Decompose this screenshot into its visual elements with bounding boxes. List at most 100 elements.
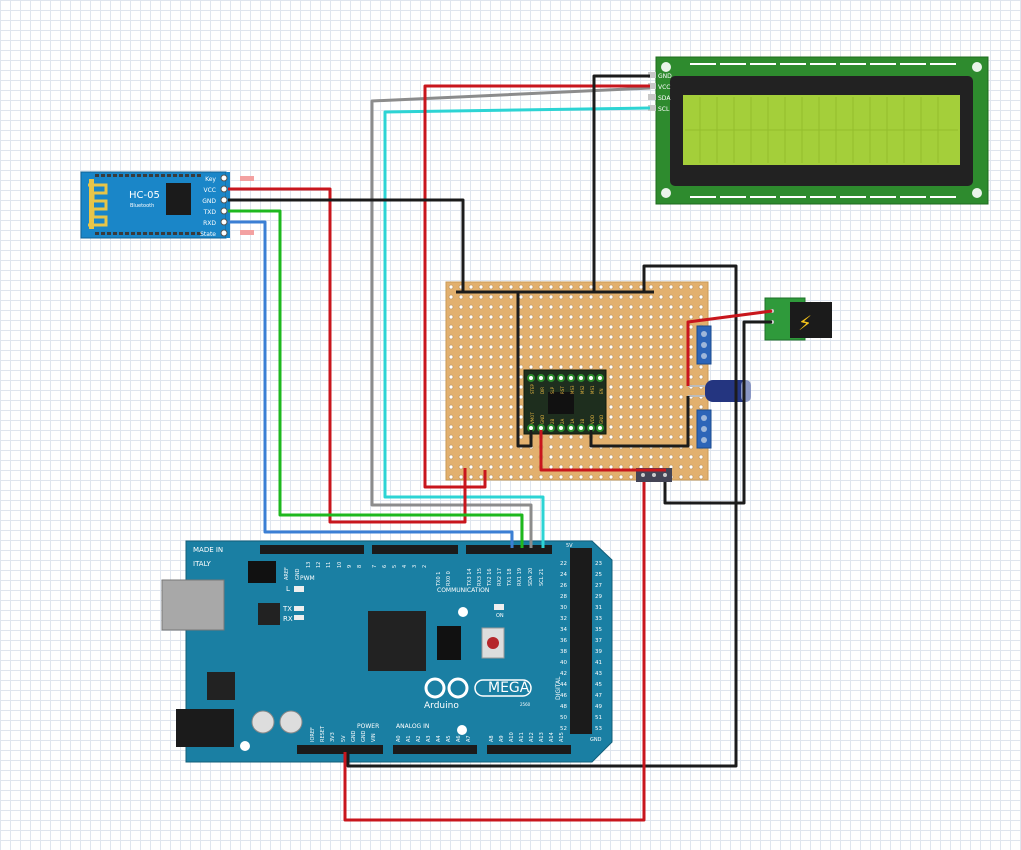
arduino-model-sub: 2560 <box>520 702 531 707</box>
rx-label: RX <box>283 615 293 623</box>
pin-label: A15 <box>559 732 565 742</box>
pin-label: 46 <box>560 693 567 699</box>
pin-label: 9 <box>347 565 353 568</box>
driver-pin-label: MS2 <box>580 385 585 394</box>
pin-label: 2 <box>422 565 428 568</box>
side-header-labels: 22 24 26 28 30 32 34 36 38 40 42 44 46 4… <box>560 561 602 732</box>
pin-label: 42 <box>560 671 567 677</box>
on-label: ON <box>496 613 504 619</box>
pin-label: 38 <box>560 649 567 655</box>
driver-pin-label: 2B <box>550 418 555 424</box>
main-mcu <box>368 611 426 671</box>
pin-label: TX2 16 <box>487 568 493 587</box>
barrel-jack <box>176 709 234 747</box>
pin-label: 48 <box>560 704 567 710</box>
driver-pin-label: STEP <box>530 383 535 394</box>
driver-pin-label: MS3 <box>570 385 575 394</box>
pin-label: 39 <box>595 649 602 655</box>
pin-label: 22 <box>560 561 567 567</box>
hc05-pin-label: TXD <box>203 209 217 216</box>
wire-gray-sda <box>370 86 651 548</box>
pin-label: 33 <box>595 616 602 622</box>
wire-black-perf-gnd-loop <box>346 264 738 768</box>
header-power <box>297 745 383 754</box>
driver-pin-label: SLP <box>550 386 555 394</box>
driver-pin-label: VMOT <box>530 412 535 424</box>
hc05-pin-label: GND <box>202 198 216 205</box>
lightning-icon: ⚡ <box>798 311 812 335</box>
pin-label: 30 <box>560 605 567 611</box>
pin-label: VIN <box>371 733 377 742</box>
capacitor-right <box>279 710 303 734</box>
wire-red-perf-vmot <box>539 430 666 472</box>
pin-label: 3 <box>412 565 418 568</box>
pin-label: RX2 17 <box>497 568 503 586</box>
lcd-mount-hole <box>661 62 671 72</box>
pin-label: 49 <box>595 704 602 710</box>
pin-label: 25 <box>595 572 602 578</box>
power-label: POWER <box>357 723 379 730</box>
mount-hole <box>240 741 250 751</box>
pin-label: 5 <box>392 565 398 568</box>
pin-label: TX3 14 <box>467 568 473 587</box>
usb-chip <box>258 603 280 625</box>
pin-label: SCL 21 <box>539 569 545 586</box>
driver-pin-label: GND <box>599 415 604 424</box>
header-digital-top-right <box>466 545 552 554</box>
lcd-mount-hole <box>661 188 671 198</box>
pin-label: 36 <box>560 638 567 644</box>
wire-black-lcd-gnd <box>592 74 650 292</box>
wire-cyan-scl <box>383 106 651 548</box>
regulator <box>207 672 235 700</box>
header-5v-label: 5V <box>566 543 573 549</box>
wire-red-hc05-vcc <box>228 187 467 524</box>
pin-label: A9 <box>499 735 505 742</box>
pin-label: IOREF <box>310 727 316 742</box>
pin-label: A12 <box>529 732 535 742</box>
pin-label: 3V3 <box>330 732 336 742</box>
pin-label: TX0 1 <box>436 572 442 587</box>
wire-red-arduino-5v <box>343 482 646 822</box>
pin-label: GND <box>295 568 301 580</box>
driver-pin-label: VDD <box>590 415 595 424</box>
pin-label: 5V <box>341 735 347 742</box>
pin-label: 28 <box>560 594 567 600</box>
pin-label: SDA 20 <box>528 568 534 586</box>
lcd-pin-label: SDA <box>658 95 671 102</box>
wire-blue-hc05-rxd <box>228 220 514 548</box>
pin-label: 51 <box>595 715 602 721</box>
pin-label: 8 <box>357 565 363 568</box>
pin-label: 10 <box>337 562 343 568</box>
screw-terminal-bottom <box>696 409 712 449</box>
pin-label: 11 <box>326 562 332 568</box>
digital-label: DIGITAL <box>555 676 562 700</box>
wire-black-hc05-gnd <box>228 198 465 292</box>
led-on <box>494 604 504 610</box>
made-in-label: MADE IN <box>193 546 223 554</box>
italy-label: ITALY <box>193 560 212 568</box>
wire-red-perf-jack <box>686 309 773 386</box>
driver-pin-label: DIR <box>540 387 545 394</box>
pin-label: A14 <box>549 732 555 742</box>
pin-label: 35 <box>595 627 602 633</box>
pin-label: 26 <box>560 583 567 589</box>
header-analog-high <box>487 745 571 754</box>
pin-label: 24 <box>560 572 567 578</box>
hc05-pin-label: RXD <box>203 220 216 227</box>
pin-label: A3 <box>426 735 432 742</box>
driver-pin-label: 1B <box>580 418 585 424</box>
pin-label: 41 <box>595 660 602 666</box>
lcd-pin-header <box>648 72 656 111</box>
driver-pin-label: 2A <box>560 418 565 424</box>
pwm-label: PWM <box>300 575 315 582</box>
pin-label: A6 <box>456 735 462 742</box>
pin-label: 32 <box>560 616 567 622</box>
pin-label: A11 <box>519 732 525 742</box>
reset-button-cap[interactable] <box>487 637 499 649</box>
pin-label: AREF <box>284 567 290 580</box>
bottom-header-labels: IOREF RESET 3V3 5V GND GND VIN A0 A1 A2 … <box>310 725 565 742</box>
header-digital-side <box>570 548 592 734</box>
hc05-title: HC-05 <box>129 190 160 201</box>
pin-label: A2 <box>416 735 422 742</box>
